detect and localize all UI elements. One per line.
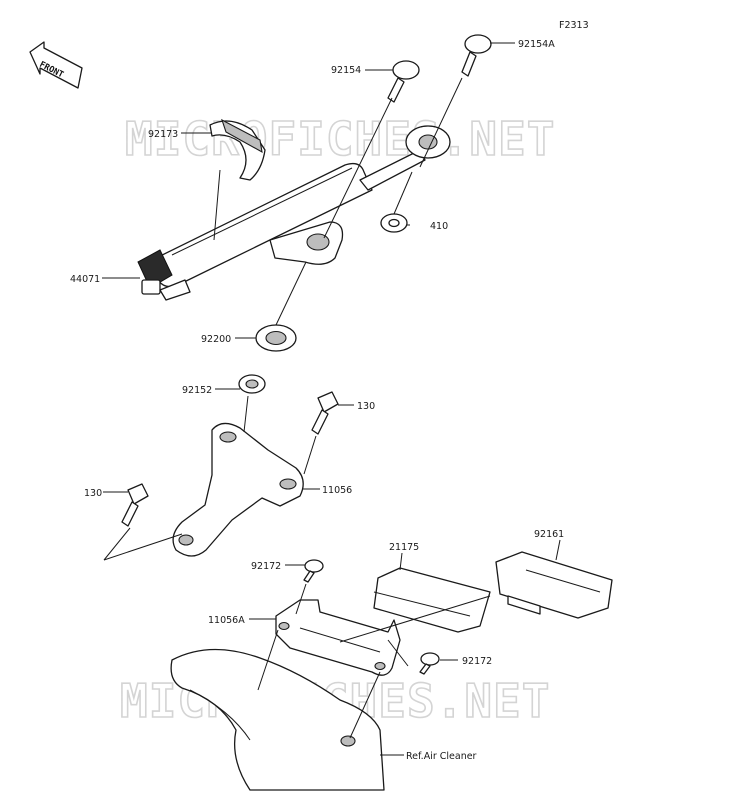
label-11056: 11056 xyxy=(322,485,352,496)
front-arrow-icon: FRONT xyxy=(29,41,83,89)
label-92161: 92161 xyxy=(534,529,564,540)
label-92172-right: 92172 xyxy=(462,656,492,667)
label-92200: 92200 xyxy=(201,334,231,345)
part-labels: 92154A 92154 92173 410 44071 92200 92152… xyxy=(70,39,564,762)
screw-92172-top xyxy=(303,559,324,583)
label-130-right: 130 xyxy=(357,401,375,412)
collar-92152 xyxy=(238,374,266,394)
label-92152: 92152 xyxy=(182,385,212,396)
screw-92154 xyxy=(387,60,420,103)
bolt-130-left xyxy=(121,483,149,527)
bolt-130-right xyxy=(311,391,339,435)
label-92173: 92173 xyxy=(148,129,178,140)
label-92154: 92154 xyxy=(331,65,361,76)
leader-lines xyxy=(102,42,561,756)
screw-92172-right xyxy=(419,652,440,675)
air-cleaner-ref xyxy=(170,648,385,791)
figure-code: F2313 xyxy=(559,20,589,31)
label-410: 410 xyxy=(430,221,448,232)
label-92154A: 92154A xyxy=(518,39,555,50)
module-92161 xyxy=(495,551,613,619)
label-ref-air-cleaner: Ref.Air Cleaner xyxy=(406,751,477,762)
label-11056A: 11056A xyxy=(208,615,245,626)
washer-410 xyxy=(380,213,408,233)
bracket-11056 xyxy=(172,422,304,557)
clamp-92173 xyxy=(209,118,266,181)
label-21175: 21175 xyxy=(389,542,419,553)
label-92172-top: 92172 xyxy=(251,561,281,572)
screw-92154A xyxy=(461,34,492,77)
pad-21175 xyxy=(373,567,491,633)
watermark-top: MICROFICHES.NET xyxy=(125,112,555,166)
bracket-11056A xyxy=(275,599,401,676)
bushing-92200 xyxy=(255,324,297,352)
label-130-left: 130 xyxy=(84,488,102,499)
label-44071: 44071 xyxy=(70,274,100,285)
steering-damper xyxy=(137,125,451,301)
